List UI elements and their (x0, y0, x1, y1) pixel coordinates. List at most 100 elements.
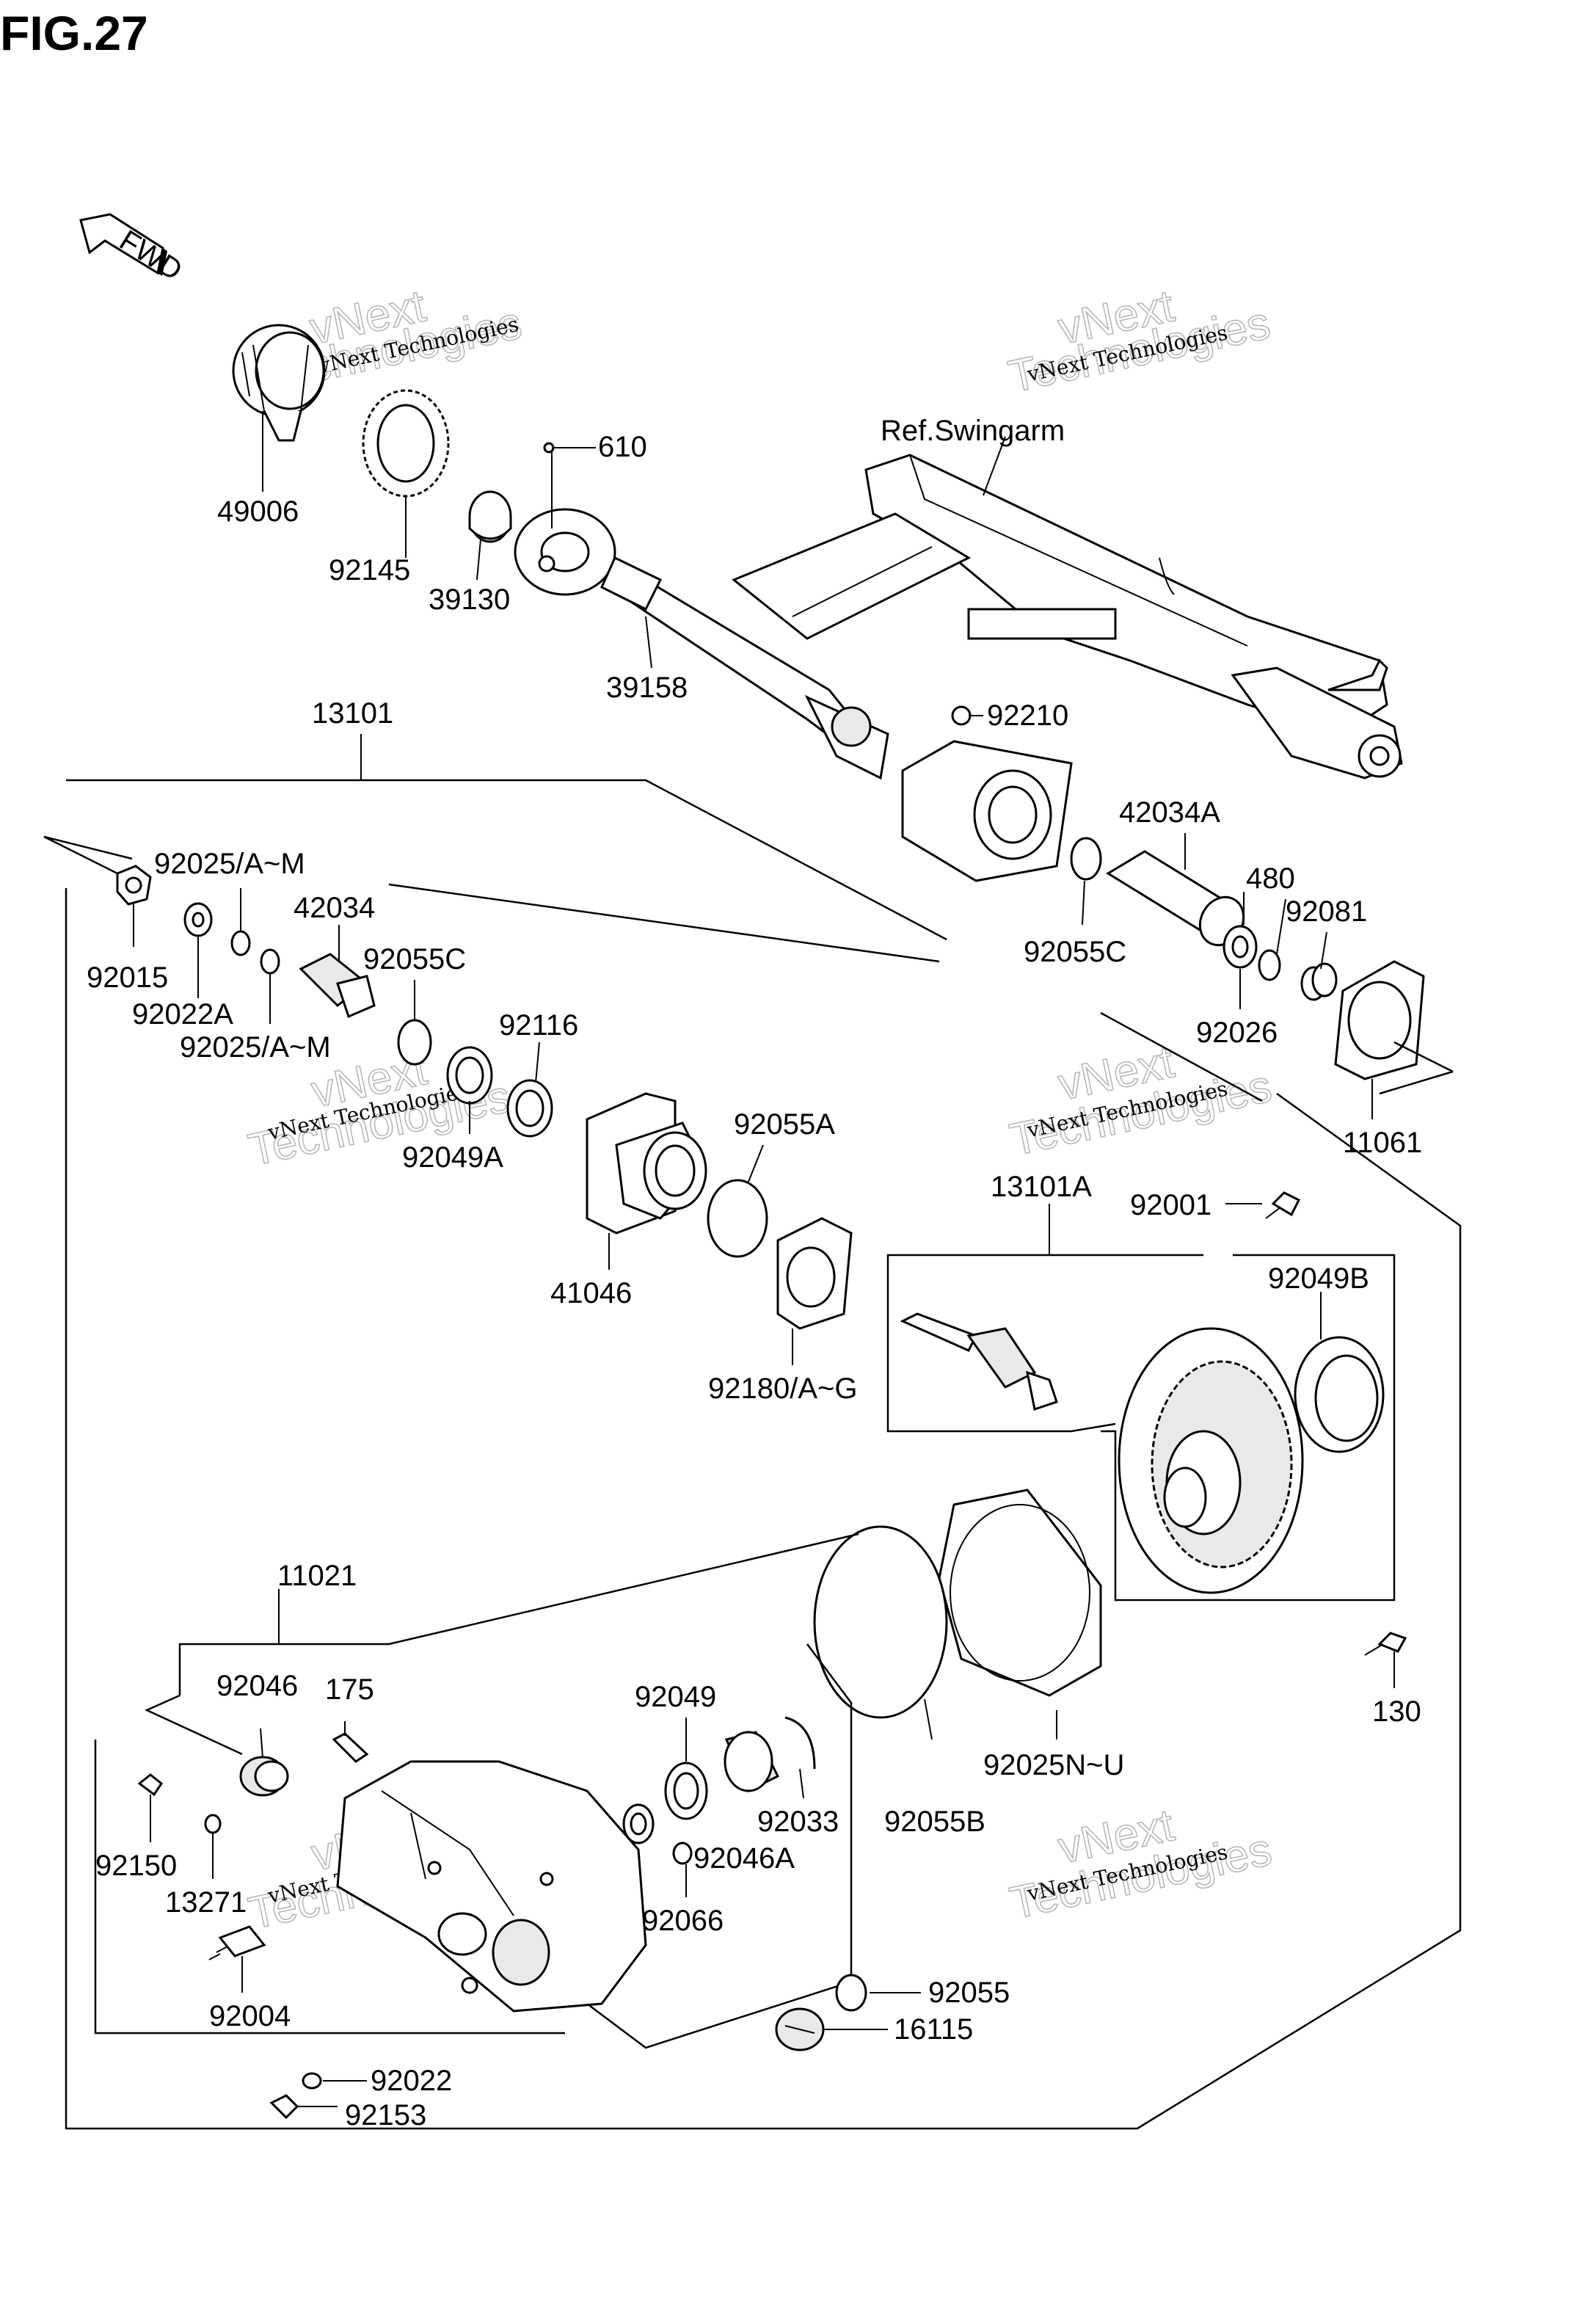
label-92150: 92150 (95, 1850, 177, 1882)
part-41046-housing (586, 1092, 707, 1235)
part-11061 (1334, 960, 1425, 1080)
label-92015: 92015 (87, 961, 168, 994)
part-92049B (1294, 1336, 1385, 1453)
part-92180AG-gasket (776, 1217, 853, 1330)
part-92116 (506, 1079, 553, 1138)
fwd-arrow-icon: FWD (79, 213, 188, 287)
label-39158: 39158 (606, 672, 688, 704)
part-175-stud (332, 1732, 369, 1763)
label-92033: 92033 (757, 1806, 839, 1838)
label-11021: 11021 (277, 1560, 357, 1592)
assembly-13101A-outline (886, 1254, 1396, 1602)
part-92066 (672, 1842, 693, 1865)
part-13271 (204, 1814, 222, 1834)
part-610 (543, 442, 555, 454)
label-480: 480 (1246, 862, 1295, 895)
label-92026: 92026 (1196, 1017, 1278, 1049)
part-92015-nut (116, 865, 152, 906)
label-42034: 42034 (294, 892, 375, 924)
label-ref-swingarm: Ref.Swingarm (881, 415, 1065, 447)
label-92025AM-1: 92025/A~M (154, 848, 305, 880)
part-92150-bolt (137, 1773, 164, 1797)
label-92153: 92153 (345, 2099, 426, 2131)
label-92055C-2: 92055C (1024, 936, 1126, 968)
part-92025NU-cover-gasket (938, 1488, 1102, 1697)
part-92004-stud (208, 1925, 266, 1960)
label-92116: 92116 (499, 1009, 578, 1042)
label-92004: 92004 (209, 2000, 291, 2032)
label-610: 610 (598, 431, 647, 463)
part-11021-housing (336, 1760, 647, 2013)
label-13101A: 13101A (991, 1171, 1092, 1203)
label-92025AM-2: 92025/A~M (180, 1031, 331, 1064)
part-92055C-left (397, 1019, 432, 1066)
part-92022 (302, 2072, 322, 2090)
part-92025AM-1 (230, 930, 251, 956)
housing-top (901, 705, 1073, 882)
label-92081: 92081 (1286, 895, 1367, 928)
part-92046A (724, 1731, 780, 1793)
figure-title: FIG.27 (0, 6, 148, 60)
label-92210: 92210 (987, 699, 1068, 732)
part-39130 (468, 490, 512, 543)
part-92145 (362, 389, 450, 498)
part-92049A (446, 1046, 493, 1105)
part-92153-bolt (269, 2094, 299, 2120)
label-92046A: 92046A (693, 1842, 795, 1875)
label-92049A: 92049A (402, 1141, 503, 1174)
part-480 (1258, 949, 1281, 981)
part-ring-gear (1118, 1327, 1304, 1594)
label-92001: 92001 (1130, 1189, 1211, 1221)
part-92081 (1300, 962, 1338, 1001)
label-13101: 13101 (312, 697, 393, 730)
label-175: 175 (325, 1673, 374, 1706)
part-92055 (835, 1974, 867, 2012)
watermark-6: Technologies vNext vNext Technologies (1005, 1800, 1277, 1930)
label-92180AG: 92180/A~G (708, 1373, 858, 1405)
part-92022A (183, 902, 213, 937)
part-42034-gear (299, 953, 376, 1019)
label-92055C-1: 92055C (363, 943, 466, 975)
part-92001-bolt (1265, 1191, 1301, 1219)
part-pinion (900, 1312, 1058, 1411)
part-92026 (1222, 925, 1258, 969)
leader-lines (133, 411, 1395, 2107)
drive-shaft (514, 508, 889, 780)
part-130-bolt (1364, 1632, 1407, 1656)
label-92066: 92066 (642, 1905, 724, 1937)
part-49006-boot (232, 324, 326, 442)
part-92055B (813, 1525, 948, 1719)
label-92025NU: 92025N~U (983, 1749, 1124, 1781)
part-92033 (784, 1716, 816, 1770)
part-92046 (239, 1756, 289, 1797)
part-92046A-small (622, 1803, 655, 1844)
label-92049: 92049 (635, 1681, 716, 1713)
label-92055A: 92055A (734, 1108, 835, 1141)
part-92055C-right (1070, 837, 1102, 881)
label-92145: 92145 (329, 554, 410, 586)
label-41046: 41046 (550, 1277, 632, 1309)
label-92022: 92022 (371, 2065, 452, 2097)
label-92046: 92046 (216, 1670, 298, 1702)
part-92025AM-2 (260, 948, 280, 975)
label-92049B: 92049B (1268, 1262, 1369, 1295)
label-39130: 39130 (429, 584, 510, 616)
label-11061: 11061 (1343, 1127, 1422, 1159)
label-92055: 92055 (928, 1977, 1010, 2009)
label-42034A: 42034A (1119, 796, 1220, 829)
label-13271: 13271 (165, 1886, 247, 1919)
swingarm (732, 454, 1403, 779)
label-92055B: 92055B (884, 1806, 985, 1838)
label-130: 130 (1372, 1695, 1421, 1728)
label-16115: 16115 (894, 2013, 973, 2046)
label-49006: 49006 (217, 495, 299, 528)
watermark-2: Technologies vNext vNext Technologies (1004, 280, 1275, 404)
part-labels: 49006 92145 39130 610 39158 92210 Ref.Sw… (87, 415, 1422, 2131)
part-16115 (775, 2007, 825, 2051)
part-92049 (664, 1762, 708, 1820)
part-92055A (707, 1179, 768, 1258)
label-92022A: 92022A (132, 998, 233, 1030)
fwd-label: FWD (114, 224, 188, 287)
